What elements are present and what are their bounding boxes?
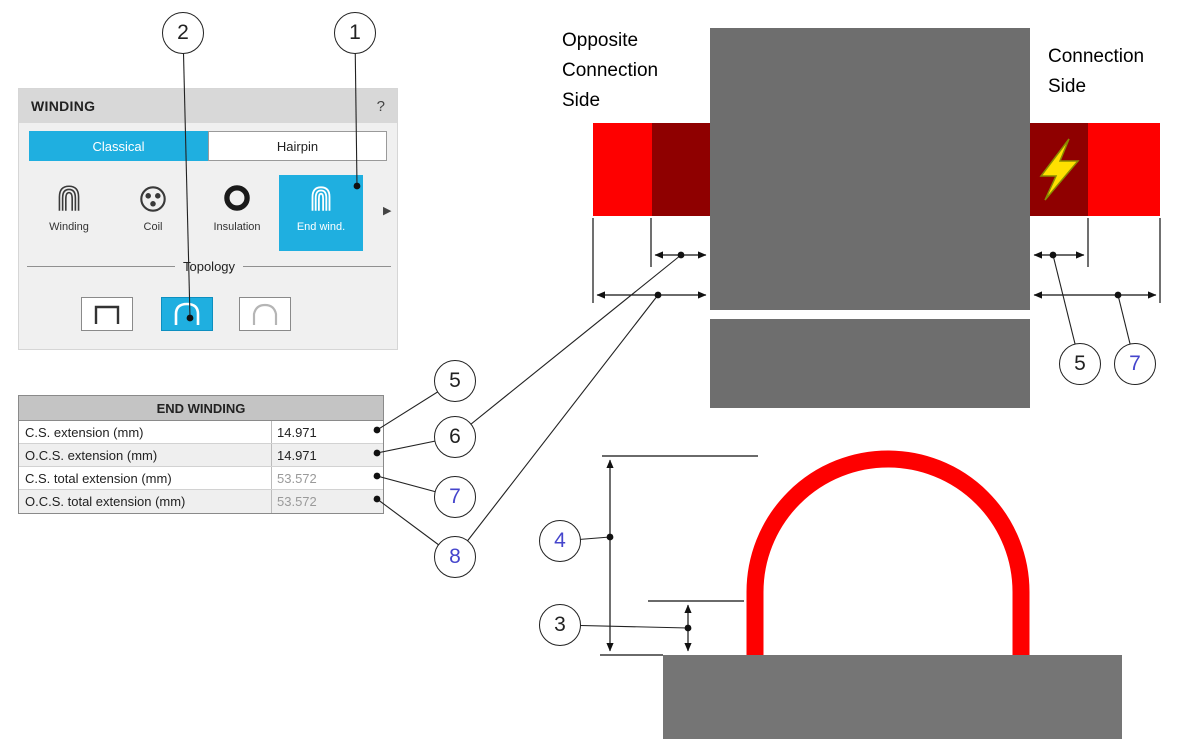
lamination-base — [663, 655, 1122, 739]
cs-extension-value[interactable]: 14.971 — [271, 421, 383, 443]
callout-2: 2 — [162, 12, 204, 54]
callout-4: 4 — [539, 520, 581, 562]
topology-options — [19, 297, 397, 335]
legend-rule-left — [27, 266, 175, 267]
square-end-winding-icon — [94, 305, 120, 324]
tab-hairpin[interactable]: Hairpin — [208, 131, 387, 161]
help-button[interactable]: ? — [376, 97, 385, 115]
ocs-end-winding-outer — [593, 123, 652, 216]
callout-5-diagram: 5 — [1059, 343, 1101, 385]
panel-title: WINDING — [31, 98, 96, 114]
cs-end-winding-outer — [1088, 123, 1160, 216]
toolbar-item-coil[interactable]: Coil — [111, 175, 195, 251]
table-row-ocs-extension: O.C.S. extension (mm) 14.971 — [19, 444, 383, 467]
table-row-ocs-total-extension: O.C.S. total extension (mm) 53.572 — [19, 490, 383, 513]
cs-total-extension-value: 53.572 — [271, 467, 383, 489]
ocs-end-winding-inner — [652, 123, 710, 216]
row-label: O.C.S. extension (mm) — [25, 447, 158, 463]
panel-header: WINDING ? — [19, 89, 397, 123]
cs-end-winding-inner — [1030, 123, 1088, 216]
toolbar-item-end-winding[interactable]: End wind. — [279, 175, 363, 251]
end-winding-table-title: END WINDING — [19, 396, 383, 421]
topology-label: Topology — [182, 259, 236, 274]
end-winding-table: END WINDING C.S. extension (mm) 14.971 O… — [18, 395, 384, 514]
callout-7: 7 — [434, 476, 476, 518]
toolbar-label-insulation: Insulation — [213, 221, 261, 233]
row-label: O.C.S. total extension (mm) — [25, 494, 186, 509]
coil-icon — [140, 186, 166, 212]
toolbar-item-insulation[interactable]: Insulation — [195, 175, 279, 251]
pointed-end-winding-icon — [252, 303, 278, 325]
stator-body — [710, 28, 1030, 310]
callout-7-diagram: 7 — [1114, 343, 1156, 385]
toolbar-label-coil: Coil — [143, 221, 163, 233]
table-row-cs-extension: C.S. extension (mm) 14.971 — [19, 421, 383, 444]
opposite-connection-side-label: Opposite Connection Side — [562, 30, 659, 111]
row-label: C.S. extension (mm) — [25, 424, 144, 440]
connection-side-label: Connection Side — [1048, 46, 1145, 97]
ocs-dimension-lines — [592, 218, 707, 303]
winding-type-tabs: Classical Hairpin — [29, 131, 387, 161]
winding-panel: WINDING ? Classical Hairpin Winding — [18, 88, 398, 350]
height-dimension-lines — [600, 455, 758, 656]
topology-round-button[interactable] — [161, 297, 213, 331]
ocs-total-extension-value: 53.572 — [271, 490, 383, 513]
callout-6: 6 — [434, 416, 476, 458]
cs-dimension-lines — [1033, 218, 1161, 303]
table-row-cs-total-extension: C.S. total extension (mm) 53.572 — [19, 467, 383, 490]
toolbar-label-winding: Winding — [49, 221, 89, 233]
lightning-bolt-icon — [1039, 138, 1080, 201]
side-view-diagram — [663, 450, 1122, 739]
toolbar-label-end-winding: End wind. — [296, 221, 346, 233]
ocs-extension-value[interactable]: 14.971 — [271, 444, 383, 466]
end-winding-arch — [746, 450, 1030, 655]
row-label: C.S. total extension (mm) — [25, 470, 172, 486]
toolbar-more-arrow[interactable]: ▶ — [383, 205, 392, 217]
toolbar-item-winding[interactable]: Winding — [27, 175, 111, 251]
topology-legend: Topology — [27, 259, 392, 274]
winding-toolbar: Winding Coil Insulation — [27, 175, 379, 251]
end-winding-icon — [311, 186, 331, 211]
callout-5: 5 — [434, 360, 476, 402]
callout-3: 3 — [539, 604, 581, 646]
tab-classical[interactable]: Classical — [29, 131, 208, 161]
callout-8: 8 — [434, 536, 476, 578]
legend-rule-right — [243, 266, 392, 267]
round-end-winding-icon — [174, 302, 200, 325]
insulation-icon — [224, 185, 250, 211]
topology-square-button[interactable] — [81, 297, 133, 331]
callout-1: 1 — [334, 12, 376, 54]
topology-pointed-button[interactable] — [239, 297, 291, 331]
stator-body-lower — [710, 319, 1030, 408]
winding-icon — [58, 185, 80, 211]
